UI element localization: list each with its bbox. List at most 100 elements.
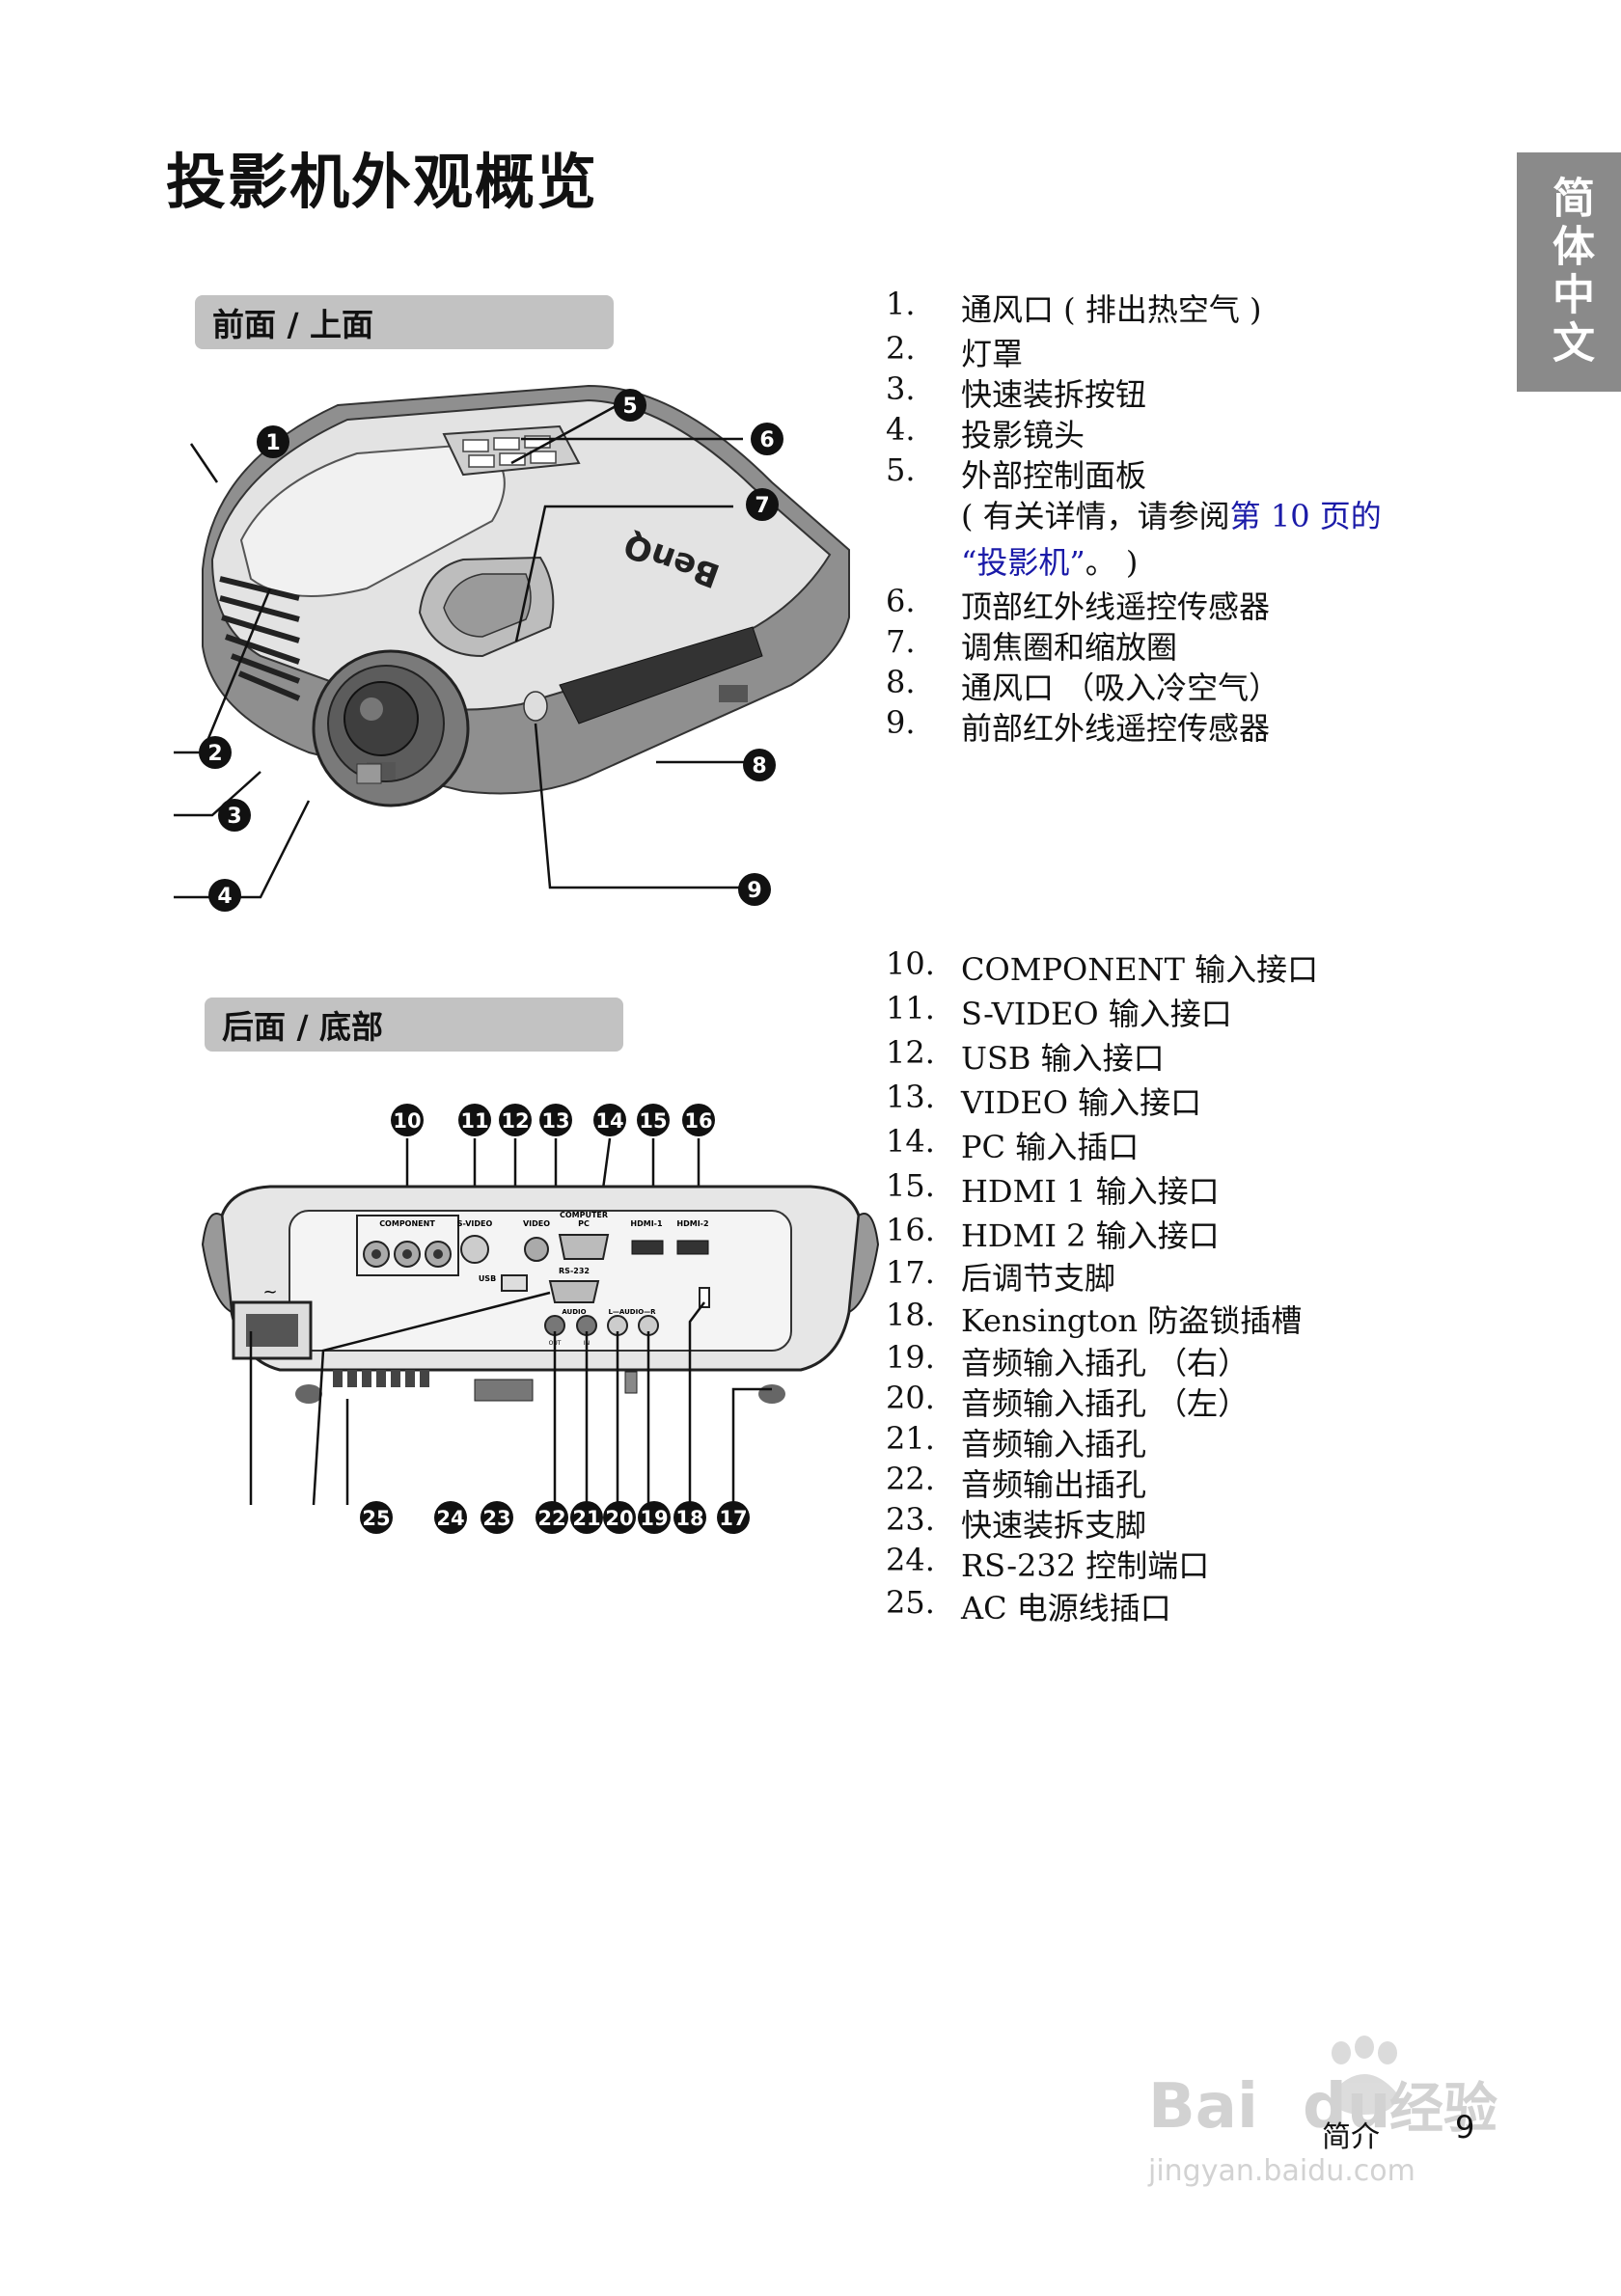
projector-reference-link[interactable]: “投影机”: [961, 544, 1085, 581]
callout-7: 7: [746, 488, 779, 521]
svg-text:15: 15: [639, 1109, 667, 1133]
list-item-note: “投影机”。 ): [961, 538, 1138, 583]
watermark-service: 经验: [1389, 2078, 1497, 2141]
list-item: 21.音频输入插孔: [886, 1420, 1147, 1462]
list-item: 22.音频输出插孔: [886, 1461, 1147, 1503]
svg-text:19: 19: [640, 1507, 668, 1530]
language-tab[interactable]: 简体中文: [1517, 152, 1621, 392]
audio-lr-label: L—AUDIO—R: [608, 1308, 656, 1316]
callout-11: 11: [458, 1104, 491, 1136]
svg-text:21: 21: [572, 1507, 600, 1530]
watermark-brand-2: du: [1303, 2071, 1390, 2143]
callout-23: 23: [481, 1501, 513, 1534]
language-tab-label: 简体中文: [1545, 176, 1594, 369]
svg-text:23: 23: [482, 1507, 510, 1530]
callout-20: 20: [603, 1501, 636, 1534]
list-item: 5.外部控制面板: [886, 451, 1147, 494]
rear-callouts: 10 11 12 13 14 15 16 25 24 23 22 21 20 1…: [360, 1104, 750, 1534]
list-item: 11.S-VIDEO 输入接口: [886, 990, 1232, 1032]
svg-text:25: 25: [362, 1507, 390, 1530]
page-reference-link[interactable]: 第 10 页的: [1229, 498, 1382, 534]
usb-label: USB: [479, 1274, 496, 1283]
hdmi1-label: HDMI-1: [630, 1219, 663, 1228]
svg-text:1: 1: [265, 431, 280, 455]
callout-3: 3: [218, 799, 251, 832]
callout-12: 12: [499, 1104, 532, 1136]
list-item: 24.RS-232 控制端口: [886, 1542, 1210, 1584]
callout-1: 1: [257, 425, 289, 458]
callout-8: 8: [743, 749, 776, 781]
audio-label: AUDIO: [562, 1308, 586, 1316]
callout-16: 16: [682, 1104, 715, 1136]
callout-24: 24: [434, 1501, 467, 1534]
list-item: 6.顶部红外线遥控传感器: [886, 583, 1271, 625]
list-item-note: ( 有关详情，请参阅第 10 页的: [961, 492, 1382, 536]
list-item: 3.快速装拆按钮: [886, 370, 1147, 413]
svg-text:4: 4: [217, 885, 232, 909]
computer-label: COMPUTER: [560, 1211, 608, 1219]
hdmi2-label: HDMI-2: [676, 1219, 708, 1228]
callout-19: 19: [638, 1501, 671, 1534]
svg-text:2: 2: [207, 742, 222, 766]
page-title: 投影机外观概览: [166, 147, 599, 217]
video-label: VIDEO: [523, 1219, 550, 1228]
watermark-brand: Bai: [1148, 2071, 1258, 2143]
list-item: 14.PC 输入插口: [886, 1123, 1140, 1165]
projector-rear-illustration: COMPONENT S-VIDEO VIDEO COMPUTER PC HDMI…: [201, 1137, 880, 1506]
list-item: 17.后调节支脚: [886, 1254, 1116, 1297]
svg-text:24: 24: [436, 1507, 464, 1530]
rear-section-label: 后面 / 底部: [205, 998, 623, 1052]
svg-text:6: 6: [759, 428, 774, 452]
callout-25: 25: [360, 1501, 393, 1534]
callout-13: 13: [539, 1104, 572, 1136]
list-item: 7.调焦圈和缩放圈: [886, 623, 1178, 666]
svg-text:11: 11: [460, 1109, 488, 1133]
svg-text:9: 9: [747, 879, 761, 903]
list-item: 16.HDMI 2 输入接口: [886, 1212, 1220, 1254]
list-item: 4.投影镜头: [886, 411, 1085, 453]
callout-9: 9: [738, 873, 771, 906]
baidu-watermark: Bai du 经验 jingyan.baidu.com: [1147, 2036, 1497, 2188]
note-prefix: ( 有关详情，请参阅: [961, 498, 1230, 534]
callout-6: 6: [751, 423, 783, 455]
list-item: 13.VIDEO 输入接口: [886, 1079, 1202, 1121]
svideo-label: S-VIDEO: [457, 1219, 493, 1228]
svg-text:14: 14: [595, 1109, 623, 1133]
footer-section-name: 简介: [1322, 2120, 1380, 2154]
list-item: 1.通风口 ( 排出热空气 ): [886, 286, 1262, 328]
component-label: COMPONENT: [379, 1219, 435, 1228]
svg-text:3: 3: [227, 805, 241, 829]
callout-21: 21: [570, 1501, 603, 1534]
list-item: 10.COMPONENT 输入接口: [886, 945, 1319, 988]
note-suffix: 。 ): [1085, 544, 1139, 581]
list-item: 23.快速装拆支脚: [886, 1501, 1147, 1544]
callout-14: 14: [593, 1104, 626, 1136]
callout-17: 17: [717, 1501, 750, 1534]
callout-10: 10: [391, 1104, 424, 1136]
callout-2: 2: [199, 736, 232, 769]
svg-text:16: 16: [684, 1109, 712, 1133]
list-item: 20.音频输入插孔 （左）: [886, 1380, 1250, 1422]
svg-text:18: 18: [675, 1507, 703, 1530]
list-item: 18.Kensington 防盗锁插槽: [886, 1297, 1303, 1339]
callout-4: 4: [208, 879, 241, 912]
list-item: 25.AC 电源线插口: [886, 1584, 1171, 1626]
pc-label: PC: [578, 1219, 590, 1228]
projector-front-illustration: BenQ: [174, 384, 850, 899]
list-item: 8.通风口 （吸入冷空气）: [886, 664, 1280, 706]
list-item: 2.灯罩: [886, 330, 1024, 372]
ac-symbol: ~: [262, 1282, 277, 1302]
rs232-label: RS-232: [559, 1267, 590, 1275]
callout-15: 15: [637, 1104, 670, 1136]
callout-22: 22: [536, 1501, 568, 1534]
svg-text:5: 5: [622, 395, 637, 419]
list-item: 9.前部红外线遥控传感器: [886, 704, 1271, 747]
list-item: 15.HDMI 1 输入接口: [886, 1167, 1220, 1210]
svg-text:7: 7: [755, 494, 769, 518]
callout-5: 5: [614, 389, 646, 422]
svg-text:12: 12: [501, 1109, 529, 1133]
svg-text:8: 8: [752, 754, 766, 779]
list-item: 12.USB 输入接口: [886, 1034, 1165, 1077]
svg-text:17: 17: [719, 1507, 747, 1530]
front-section-label: 前面 / 上面: [195, 295, 614, 349]
